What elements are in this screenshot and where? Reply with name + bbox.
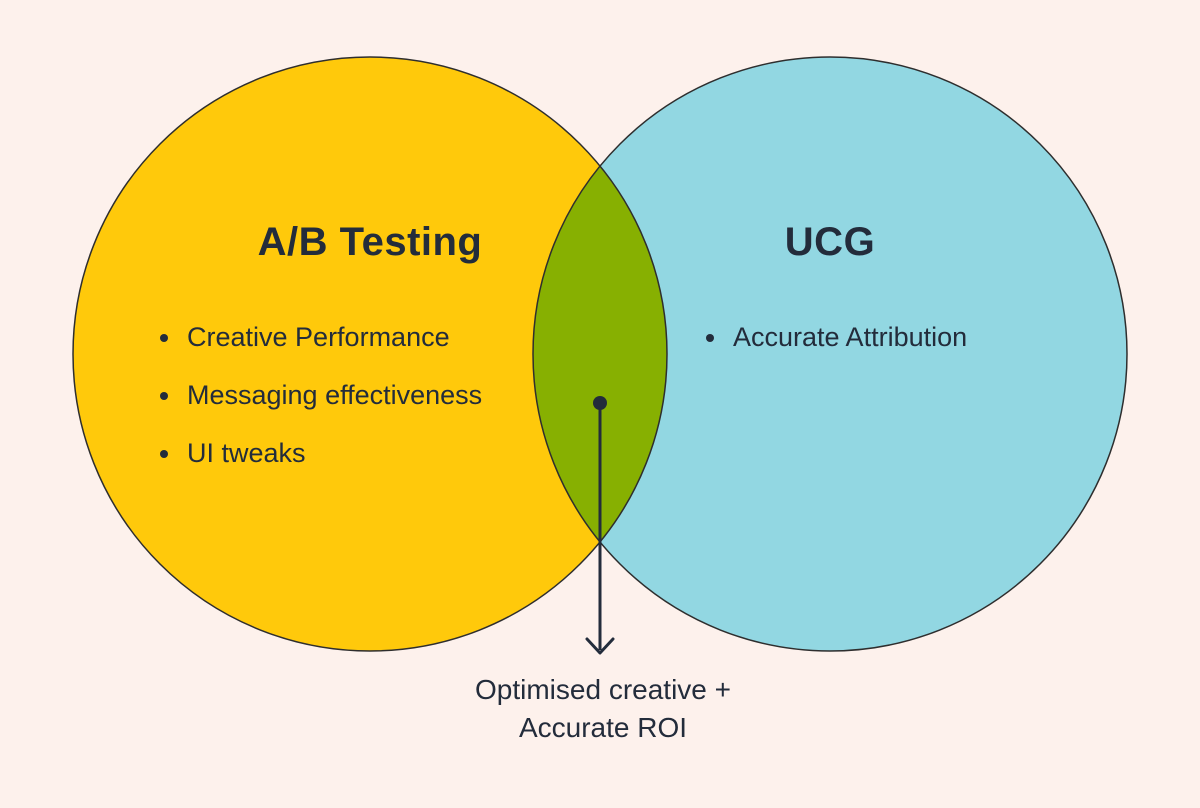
list-item-label: Messaging effectiveness — [187, 380, 483, 410]
arrow-head-icon — [585, 637, 615, 655]
bullet-dot-icon — [160, 392, 168, 400]
list-item-label: UI tweaks — [187, 438, 306, 468]
overlap-caption-line2: Accurate ROI — [518, 712, 688, 743]
list-item: Messaging effectiveness — [160, 378, 532, 413]
list-item-label: Accurate Attribution — [733, 322, 968, 352]
list-item-label: Creative Performance — [187, 322, 450, 352]
overlap-caption: Optimised creative + Accurate ROI — [403, 671, 803, 747]
overlap-caption-line1: Optimised creative + — [475, 674, 731, 705]
bullet-dot-icon — [160, 450, 168, 458]
bullet-dot-icon — [706, 334, 714, 342]
right-circle-outline — [532, 56, 1128, 652]
left-circle-outline — [72, 56, 668, 652]
left-circle-title: A/B Testing — [257, 220, 483, 264]
left-circle-bullet-list: Creative Performance Messaging effective… — [160, 320, 532, 471]
right-circle-bullet-list: Accurate Attribution — [706, 320, 1086, 355]
list-item: Creative Performance — [160, 320, 532, 355]
list-item: UI tweaks — [160, 436, 532, 471]
bullet-dot-icon — [160, 334, 168, 342]
left-circle-shape — [73, 57, 667, 651]
list-item: Accurate Attribution — [706, 320, 1086, 355]
right-circle-title: UCG — [784, 220, 876, 264]
right-circle-shape — [533, 57, 1127, 651]
